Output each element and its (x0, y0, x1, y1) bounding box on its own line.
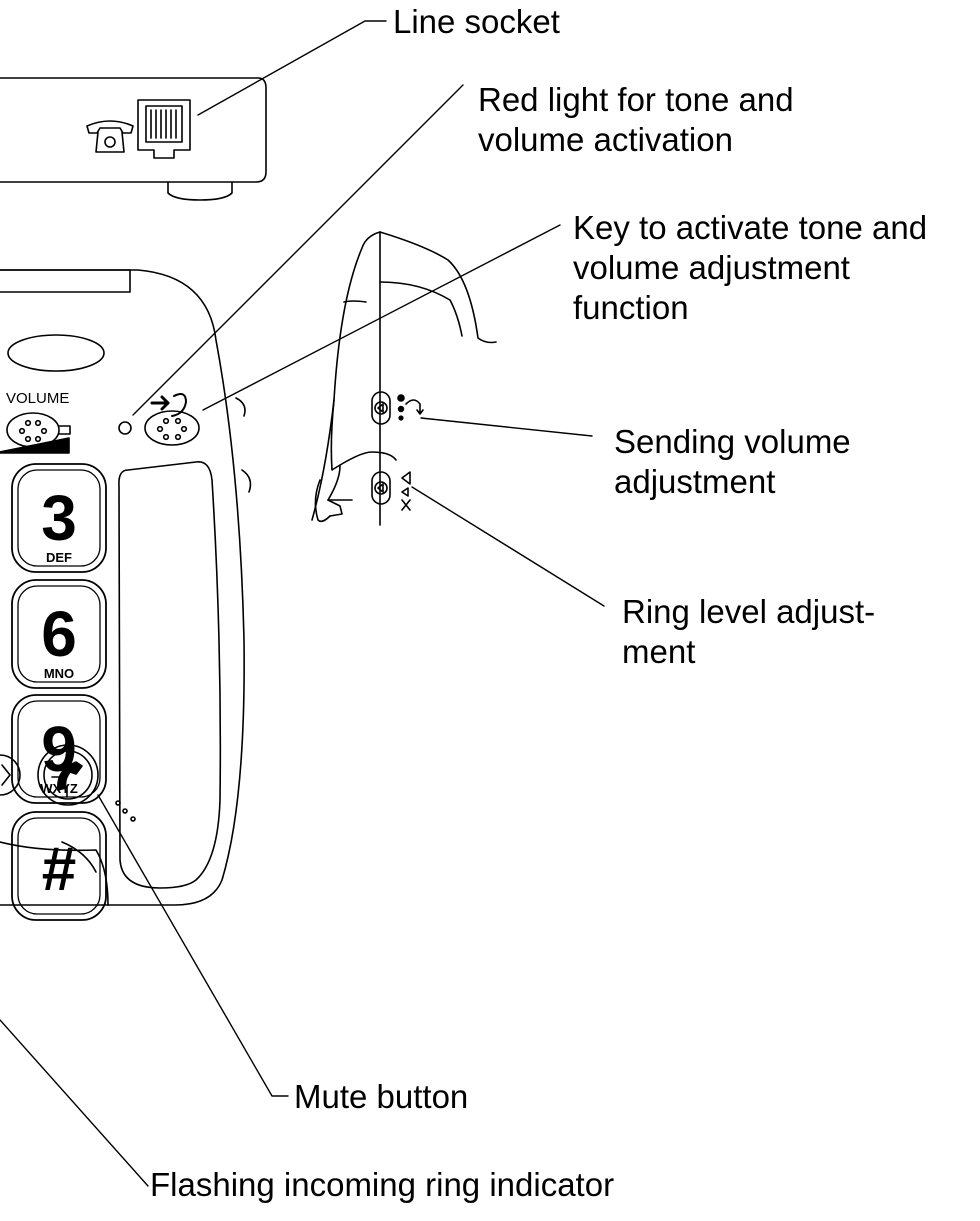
callout-red-light: Red light for tone and volume activation (478, 80, 794, 160)
tone-volume-key (144, 393, 200, 446)
callout-ring-indicator: Flashing incoming ring indicator (150, 1165, 614, 1205)
callout-leader-lines (0, 20, 605, 1187)
callout-mute-button: Mute button (294, 1077, 468, 1117)
key-hash-digit: # (42, 835, 76, 904)
top-oval-button (7, 334, 105, 372)
callout-sending-volume: Sending volume adjustment (614, 422, 851, 502)
telephone-icon (86, 120, 134, 153)
line-socket (137, 99, 191, 159)
ring-indicator-holes (115, 800, 136, 822)
callout-ring-level-line-2: ment (622, 633, 696, 670)
key-6-digit: 6 (41, 598, 77, 670)
callout-line-socket-line-1: Line socket (393, 3, 560, 40)
callout-ring-level: Ring level adjust- ment (622, 592, 875, 672)
key-9: 9 WXYZ (11, 694, 107, 804)
callout-activate-key-line-2: volume adjustment (573, 249, 850, 286)
callout-red-light-line-2: volume activation (478, 121, 733, 158)
callout-activate-key-line-1: Key to activate tone and (573, 209, 928, 246)
callout-red-light-line-1: Red light for tone and (478, 81, 794, 118)
callout-sending-volume-line-2: adjustment (614, 463, 776, 500)
callout-mute-button-line-1: Mute button (294, 1078, 469, 1115)
key-3: 3 DEF (11, 463, 107, 573)
key-9-letters: WXYZ (40, 781, 78, 796)
phone-rear-view (0, 77, 267, 201)
callout-activate-key-line-3: function (573, 289, 689, 326)
phone-body-top-view (0, 269, 252, 906)
key-9-digit: 9 (41, 713, 77, 785)
callout-ring-indicator-line-1: Flashing incoming ring indicator (150, 1166, 615, 1203)
key-6: 6 MNO (11, 579, 107, 689)
key-hash: # (11, 811, 107, 921)
mute-button (37, 744, 99, 806)
key-6-letters: MNO (44, 666, 74, 681)
keypad-keys: 3 DEF 6 MNO 9 WXYZ # VOLUME (6, 390, 107, 921)
key-3-letters: DEF (46, 550, 72, 565)
volume-label: VOLUME (6, 390, 69, 407)
red-light-indicator (118, 421, 132, 435)
volume-control (0, 412, 71, 454)
key-3-digit: 3 (41, 482, 77, 554)
callout-line-socket: Line socket (393, 2, 560, 42)
callout-activate-key: Key to activate tone and volume adjustme… (573, 208, 927, 328)
phone-side-view (311, 231, 497, 526)
callout-sending-volume-line-1: Sending volume (614, 423, 851, 460)
callout-ring-level-line-1: Ring level adjust- (622, 593, 876, 630)
navigation-button (0, 754, 21, 796)
